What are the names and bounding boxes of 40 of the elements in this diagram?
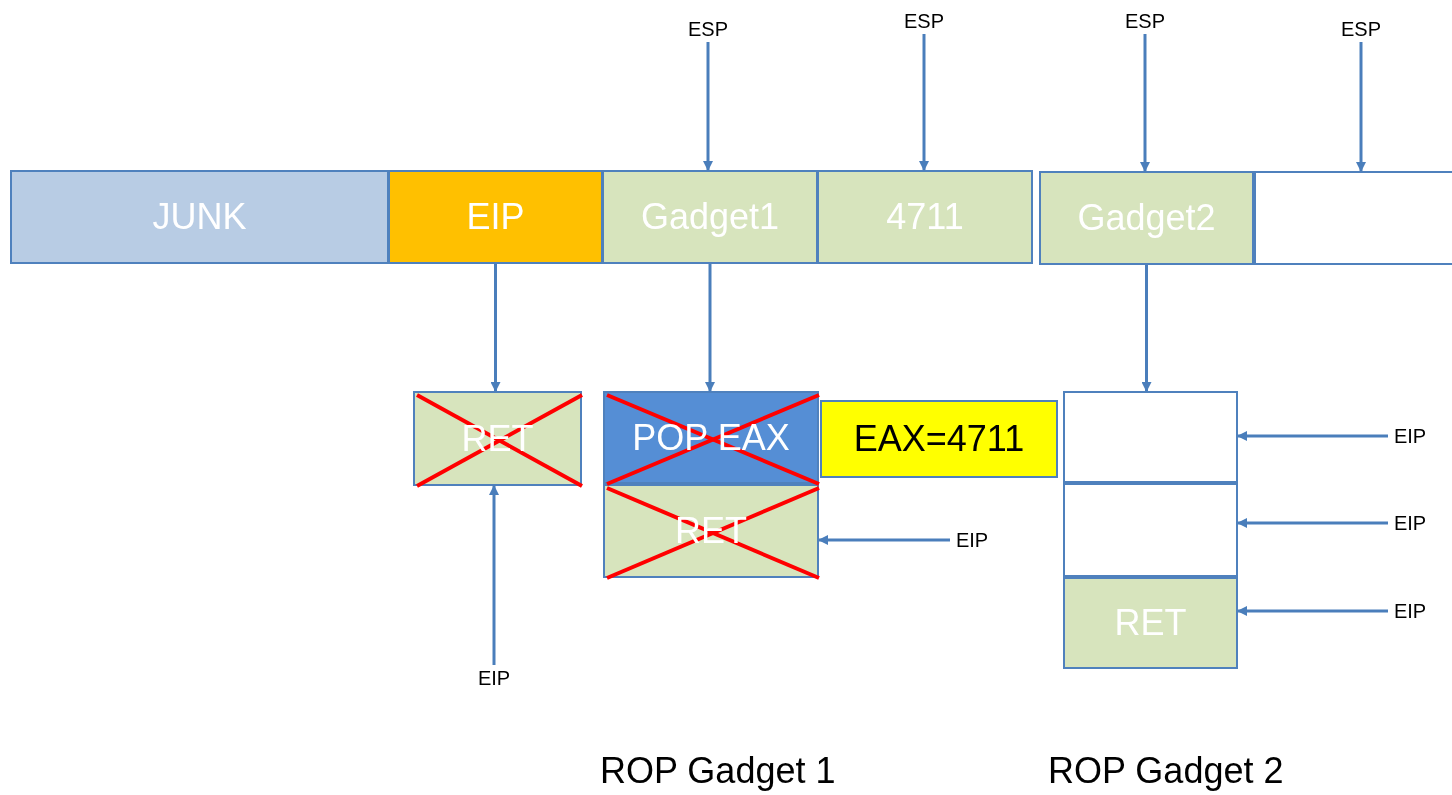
cell-text: Gadget2: [1077, 197, 1216, 239]
stack-cell: [1254, 171, 1452, 265]
cell-text: EIP: [466, 196, 525, 238]
cell-text: JUNK: [152, 196, 247, 238]
stack-cell: [602, 170, 818, 264]
arrow: [1237, 431, 1388, 441]
instruction-pointer-label: EIP: [1388, 598, 1432, 624]
cell-text: Gadget1: [640, 196, 780, 238]
stack-cell: [817, 170, 1033, 264]
arrow: [1237, 518, 1388, 528]
stack-pointer-label: ESP: [1120, 8, 1170, 34]
arrow: [1140, 34, 1150, 172]
stack-pointer-label: ESP: [899, 8, 949, 34]
arrow: [705, 264, 715, 392]
instruction-box: [1063, 391, 1238, 483]
arrow: [818, 535, 950, 545]
cell-text: 4711: [886, 196, 964, 238]
arrow: [1141, 265, 1152, 392]
section-caption: ROP Gadget 2: [1048, 750, 1284, 792]
cell-text: EAX=4711: [853, 418, 1025, 460]
arrow: [1356, 42, 1366, 172]
stack-cell: [388, 170, 603, 264]
register-value-box: [820, 400, 1058, 478]
stack-pointer-label: ESP: [683, 16, 733, 42]
section-caption: ROP Gadget 1: [600, 750, 836, 792]
arrow: [1237, 606, 1388, 616]
arrow: [489, 485, 499, 665]
instruction-pointer-label: EIP: [1388, 423, 1432, 449]
instruction-box: [1063, 577, 1238, 669]
instruction-pointer-label: EIP: [950, 527, 994, 553]
cell-text: RET: [1114, 602, 1187, 644]
stack-cell: [1039, 171, 1254, 265]
instruction-pointer-label: EIP: [1388, 510, 1432, 536]
instruction-pointer-label: EIP: [472, 665, 516, 691]
arrow: [490, 264, 501, 392]
stack-cell: [10, 170, 389, 264]
arrow: [703, 42, 713, 171]
instruction-box: [1063, 483, 1238, 577]
arrow: [919, 34, 929, 171]
stack-pointer-label: ESP: [1336, 16, 1386, 42]
